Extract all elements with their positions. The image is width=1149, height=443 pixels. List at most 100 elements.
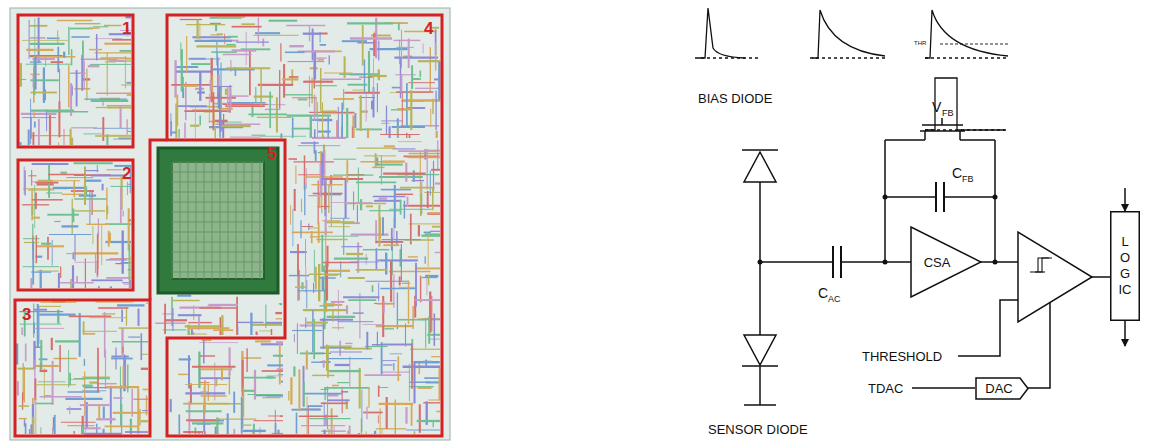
component-label: C: [818, 286, 828, 300]
layout-trace: [297, 290, 326, 291]
layout-trace: [329, 179, 330, 187]
amplifier-triangle: CSA: [910, 226, 982, 298]
layout-trace: [338, 107, 339, 138]
layout-trace: [326, 303, 328, 313]
layout-trace: [389, 271, 431, 273]
layout-trace: [122, 347, 123, 353]
layout-trace: [74, 235, 75, 261]
layout-trace: [379, 403, 413, 405]
layout-trace: [96, 34, 98, 60]
layout-trace: [304, 393, 343, 395]
layout-trace: [289, 45, 304, 47]
layout-trace: [209, 94, 210, 124]
layout-trace: [29, 429, 30, 434]
layout-trace: [217, 33, 223, 35]
layout-trace: [359, 77, 373, 78]
capacitor-grid-line: [212, 162, 213, 279]
layout-trace: [364, 155, 396, 156]
capacitor-grid-line: [172, 162, 264, 163]
layout-trace: [377, 83, 378, 112]
layout-trace: [44, 368, 45, 399]
layout-trace: [227, 413, 229, 434]
layout-trace: [379, 176, 423, 178]
layout-trace: [288, 61, 325, 62]
layout-trace: [76, 70, 78, 107]
layout-trace: [25, 423, 27, 434]
layout-trace: [424, 232, 431, 234]
layout-trace: [98, 286, 100, 288]
layout-trace: [178, 374, 188, 376]
layout-trace: [79, 313, 81, 357]
layout-trace: [252, 135, 266, 136]
capacitor-grid-line: [244, 162, 245, 279]
layout-trace: [317, 119, 332, 121]
layout-trace: [126, 58, 131, 60]
layout-trace: [286, 25, 325, 27]
layout-trace: [155, 322, 186, 324]
layout-trace: [366, 431, 367, 434]
capacitor-grid-line: [252, 162, 253, 279]
layout-trace: [389, 209, 432, 210]
layout-trace: [301, 282, 303, 289]
layout-trace: [436, 411, 440, 413]
layout-trace: [313, 283, 314, 293]
layout-trace: [36, 403, 53, 405]
layout-trace: [106, 259, 127, 260]
layout-trace: [324, 402, 325, 426]
layout-trace: [124, 284, 131, 285]
layout-trace: [364, 374, 401, 376]
layout-trace: [400, 74, 402, 92]
signal-name: THRESHOLD: [862, 350, 942, 363]
layout-trace: [314, 129, 316, 138]
layout-trace: [126, 119, 127, 134]
layout-trace: [408, 39, 410, 69]
layout-trace: [229, 347, 231, 375]
capacitor-grid-line: [228, 162, 229, 279]
layout-trace: [41, 302, 77, 303]
layout-trace: [233, 392, 235, 413]
layout-trace: [275, 410, 276, 434]
layout-trace: [323, 360, 325, 368]
layout-trace: [23, 266, 60, 267]
layout-trace: [82, 78, 90, 80]
layout-trace: [102, 117, 104, 141]
layout-trace: [68, 65, 70, 107]
layout-trace: [178, 129, 179, 138]
layout-trace: [120, 385, 122, 427]
layout-trace: [74, 262, 98, 263]
layout-trace: [378, 415, 379, 423]
layout-trace: [82, 390, 106, 391]
layout-trace: [383, 364, 392, 365]
layout-trace: [74, 431, 75, 434]
layout-trace: [298, 99, 307, 101]
layout-trace: [170, 121, 172, 136]
layout-trace: [47, 214, 79, 216]
layout-trace: [200, 368, 232, 370]
layout-trace: [381, 120, 402, 121]
layout-trace: [324, 73, 353, 74]
layout-trace: [311, 231, 313, 243]
layout-trace: [53, 187, 86, 189]
layout-trace: [438, 62, 440, 101]
layout-trace: [97, 383, 117, 385]
layout-trace: [251, 324, 282, 326]
layout-trace: [72, 265, 74, 288]
layout-trace: [255, 87, 256, 103]
layout-trace: [284, 94, 313, 95]
layout-trace: [171, 84, 212, 86]
layout-trace: [59, 69, 60, 110]
layout-trace: [129, 256, 131, 288]
layout-trace: [376, 248, 378, 269]
layout-trace: [58, 273, 60, 288]
layout-trace: [431, 169, 440, 171]
layout-trace: [253, 35, 298, 36]
layout-trace: [225, 89, 227, 95]
layout-trace: [340, 261, 341, 277]
layout-trace: [405, 324, 406, 347]
dac-box: DAC: [975, 377, 1029, 400]
layout-trace: [33, 217, 40, 219]
layout-trace: [258, 18, 259, 44]
layout-trace: [84, 99, 127, 100]
signal-name: TDAC: [868, 382, 903, 395]
